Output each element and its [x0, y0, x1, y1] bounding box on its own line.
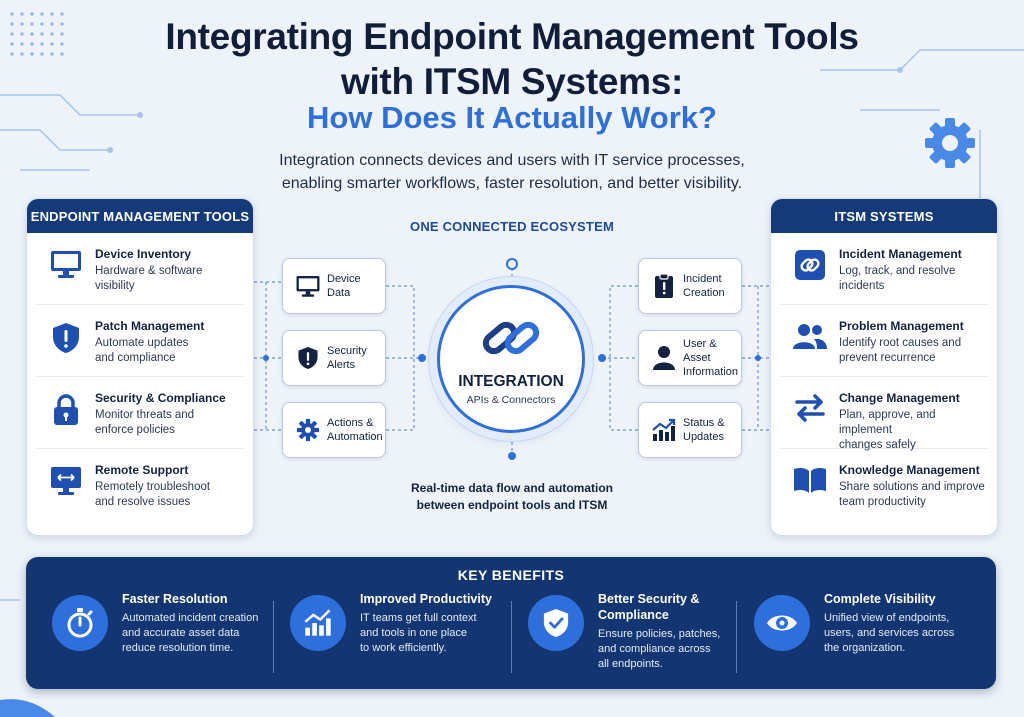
- benefit-improved-productivity: Improved Productivity IT teams get full …: [290, 591, 526, 681]
- monitor-icon: [293, 274, 323, 298]
- node-status-updates: Status &Updates: [638, 402, 742, 458]
- benefit-divider: [511, 601, 512, 673]
- benefit-title: Better Security &Compliance: [598, 592, 700, 622]
- stopwatch-icon: [52, 595, 108, 651]
- users-icon: [781, 319, 839, 351]
- hub-subtitle: APIs & Connectors: [466, 394, 556, 406]
- lock-icon: [37, 391, 95, 427]
- intro-text: Integration connects devices and users w…: [200, 149, 824, 195]
- chain-link-icon: [480, 312, 542, 369]
- benefit-desc: Unified view of endpoints,users, and ser…: [824, 612, 955, 654]
- itsm-item-incident-management: Incident Management Log, track, and reso…: [781, 233, 987, 305]
- itsm-systems-panel: ITSM SYSTEMS Incident Management Log, tr…: [770, 198, 998, 536]
- title-line-1: Integrating Endpoint Management Tools: [165, 16, 859, 57]
- flow-caption: Real-time data flow and automation betwe…: [360, 480, 664, 514]
- shield-alert-icon: [37, 319, 95, 355]
- intro-line-2: enabling smarter workflows, faster resol…: [281, 175, 743, 192]
- benefit-divider: [273, 601, 274, 673]
- benefit-better-security: Better Security &Compliance Ensure polic…: [528, 591, 764, 681]
- benefit-title: Faster Resolution: [122, 592, 228, 606]
- eye-icon: [754, 595, 810, 651]
- node-actions-automation: Actions &Automation: [282, 402, 386, 458]
- key-benefits-section: KEY BENEFITS Faster Resolution Automated…: [26, 557, 996, 689]
- endpoint-management-panel: ENDPOINT MANAGEMENT TOOLS Device Invento…: [26, 198, 254, 536]
- flow-line-1: Real-time data flow and automation: [410, 481, 614, 495]
- link-badge-icon: [781, 247, 839, 281]
- flow-line-2: between endpoint tools and ITSM: [416, 498, 608, 512]
- monitor-icon: [37, 247, 95, 279]
- itsm-item-knowledge-management: Knowledge Management Share solutions and…: [781, 449, 987, 521]
- endpoint-item-security-compliance: Security & Compliance Monitor threats an…: [37, 377, 243, 449]
- shield-alert-icon: [293, 345, 323, 371]
- itsm-item-title: Knowledge Management: [839, 463, 980, 477]
- benefits-title: KEY BENEFITS: [457, 567, 565, 583]
- itsm-item-title: Problem Management: [839, 319, 964, 333]
- itsm-panel-title: ITSM SYSTEMS: [771, 199, 997, 233]
- ecosystem-label: ONE CONNECTED ECOSYSTEM: [410, 219, 614, 234]
- swap-arrows-icon: [781, 391, 839, 423]
- book-icon: [781, 463, 839, 495]
- remote-desktop-icon: [37, 463, 95, 497]
- itsm-item-title: Change Management: [839, 391, 960, 405]
- chart-up-icon: [649, 418, 679, 442]
- node-label: Status &Updates: [683, 417, 725, 443]
- page-subtitle: How Does It Actually Work?: [307, 100, 717, 135]
- itsm-item-problem-management: Problem Management Identify root causes …: [781, 305, 987, 377]
- gear-icon: [293, 418, 323, 442]
- itsm-item-title: Incident Management: [839, 247, 962, 261]
- benefit-title: Complete Visibility: [824, 592, 936, 606]
- intro-line-1: Integration connects devices and users w…: [279, 152, 745, 169]
- endpoint-item-title: Patch Management: [95, 319, 205, 333]
- endpoint-panel-title: ENDPOINT MANAGEMENT TOOLS: [27, 199, 253, 233]
- benefit-faster-resolution: Faster Resolution Automated incident cre…: [52, 591, 288, 681]
- chart-up-icon: [290, 595, 346, 651]
- endpoint-item-title: Security & Compliance: [95, 391, 226, 405]
- benefit-complete-visibility: Complete Visibility Unified view of endp…: [754, 591, 990, 681]
- shield-check-icon: [528, 595, 584, 651]
- benefit-desc: Ensure policies, patches,and compliance …: [598, 628, 721, 670]
- node-label: Actions &Automation: [327, 417, 383, 443]
- benefit-divider: [736, 601, 737, 673]
- endpoint-item-title: Remote Support: [95, 463, 189, 477]
- integration-hub: INTEGRATION APIs & Connectors: [437, 285, 585, 433]
- page-title: Integrating Endpoint Management Tools wi…: [0, 14, 1024, 104]
- hub-title: INTEGRATION: [458, 373, 564, 390]
- benefit-title: Improved Productivity: [360, 592, 492, 606]
- endpoint-item-title: Device Inventory: [95, 247, 192, 261]
- user-icon: [649, 345, 679, 371]
- clipboard-alert-icon: [649, 273, 679, 299]
- title-line-2: with ITSM Systems:: [340, 61, 684, 102]
- itsm-item-change-management: Change Management Plan, approve, and imp…: [781, 377, 987, 451]
